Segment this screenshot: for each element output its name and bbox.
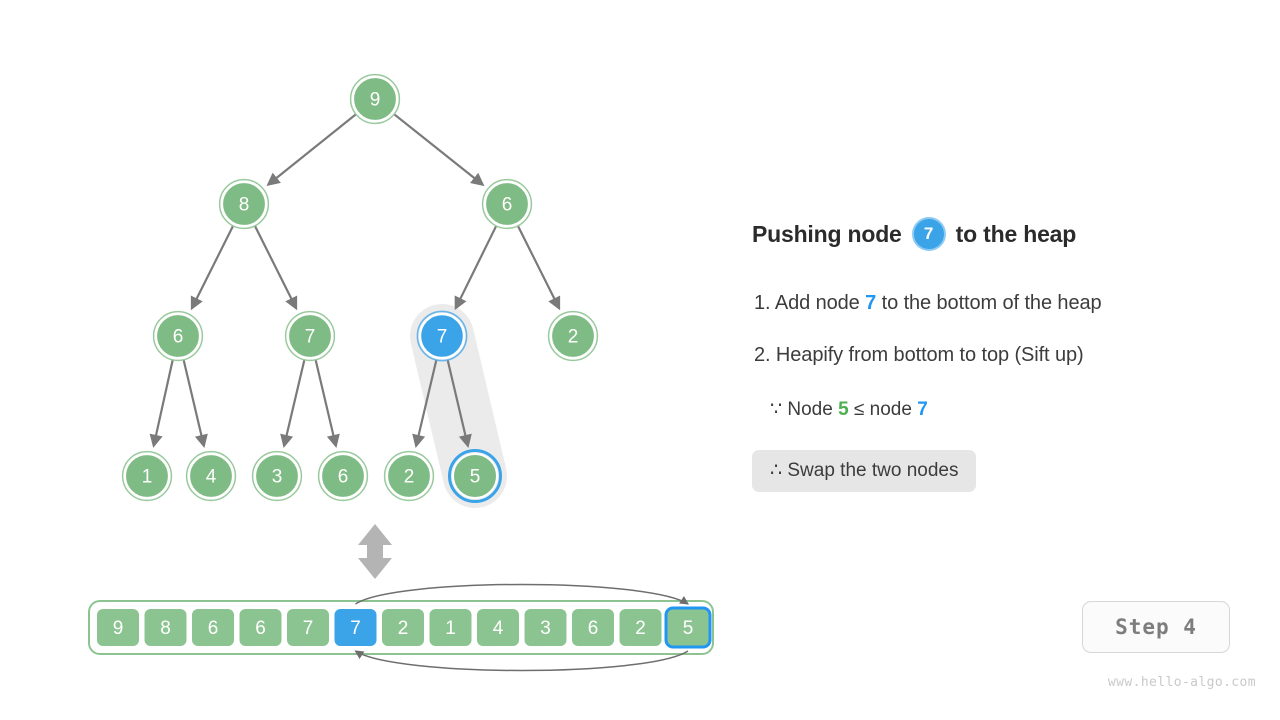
tree-node-label: 6 (173, 327, 184, 348)
tree-node: 9 (349, 73, 401, 125)
array-cell: 2 (617, 607, 664, 648)
step1-suffix: to the bottom of the heap (881, 292, 1102, 314)
array-cell-label: 6 (588, 618, 599, 639)
instruction-step-1: 1. Add node 7 to the bottom of the heap (754, 292, 1102, 315)
array-cell: 7 (332, 607, 379, 648)
reason-blue-value: 7 (917, 399, 928, 420)
array-cell-label: 2 (635, 618, 646, 639)
array-cell-label: 8 (160, 618, 171, 639)
tree-edge (149, 360, 174, 448)
tree-node-label: 6 (502, 195, 513, 216)
tree-node-label: 8 (239, 195, 250, 216)
tree-node-label: 9 (370, 90, 381, 111)
watermark: www.hello-algo.com (1107, 675, 1256, 690)
array-cell-label: 1 (445, 618, 456, 639)
array-cell-label: 4 (493, 618, 504, 639)
tree-node: 6 (317, 450, 369, 502)
step-badge: Step 4 (1082, 601, 1230, 653)
reason-prefix: ∵ Node (770, 399, 833, 420)
instruction-step-2: 2. Heapify from bottom to top (Sift up) (754, 344, 1084, 366)
array-cell: 1 (427, 607, 474, 648)
array-cell-label: 7 (303, 618, 314, 639)
heap-diagram: 9 8 6 6 7 7 2 1 4 3 6 2 5 9 8 6 6 7 7 2 1 4 3 6 2 5 (88, 73, 714, 672)
reason-mid: ≤ node (853, 399, 912, 420)
array-cell-label: 5 (683, 618, 694, 639)
tree-array-sync-arrow (358, 524, 392, 579)
tree-node-label: 5 (470, 467, 481, 488)
array-cell: 6 (190, 607, 236, 648)
tree-edge (190, 225, 234, 311)
array-cell-label: 6 (255, 618, 266, 639)
tree-node-label: 4 (206, 467, 217, 488)
tree-node-label: 1 (142, 467, 153, 488)
step1-prefix: 1. Add node (754, 292, 860, 314)
tree-edge (393, 113, 485, 187)
tree-node: 1 (121, 450, 173, 502)
tree-node: 2 (547, 310, 599, 362)
tree-edges (149, 113, 561, 448)
tree-edge (446, 360, 472, 448)
array-representation: 9 8 6 6 7 7 2 1 4 3 6 2 5 (88, 600, 714, 655)
array-cell: 4 (475, 607, 521, 648)
swap-arrow-forward (355, 583, 690, 605)
tree-node: 5 (448, 449, 502, 503)
tree-node: 4 (185, 450, 237, 502)
title-prefix: Pushing node (752, 220, 902, 247)
tree-edge (182, 360, 208, 448)
tree-node-label: 7 (437, 327, 448, 348)
tree-edge (454, 225, 497, 311)
tree-node-label: 7 (305, 327, 316, 348)
array-cell-label: 3 (540, 618, 551, 639)
step1-value: 7 (865, 292, 877, 314)
tree-node-label: 3 (272, 467, 283, 488)
explanation-panel: Pushing node 7 to the heap 1. Add node 7… (752, 0, 1252, 720)
tree-node: 7 (284, 310, 336, 362)
tree-edge (314, 360, 340, 448)
array-cell-label: 6 (208, 618, 219, 639)
array-cell-label: 7 (350, 618, 361, 639)
tree-node: 2 (383, 450, 435, 502)
tree-edge (266, 113, 357, 186)
array-cell: 7 (285, 607, 331, 648)
tree-node: 8 (218, 178, 270, 230)
tree-edge (517, 225, 561, 311)
array-cell: 3 (522, 607, 569, 648)
array-cell: 5 (664, 606, 712, 649)
tree-node: 7 (416, 310, 468, 362)
tree-edge (412, 360, 438, 448)
tree-node: 6 (481, 178, 533, 230)
tree-node-label: 2 (568, 327, 579, 348)
tree-nodes: 9 8 6 6 7 7 2 1 4 3 6 2 5 (121, 73, 599, 503)
title-node-badge: 7 (911, 217, 946, 251)
title-suffix: to the heap (955, 220, 1077, 247)
tree-edge (280, 360, 306, 448)
array-cell: 9 (95, 607, 141, 648)
array-cell-label: 2 (398, 618, 409, 639)
tree-node-label: 2 (404, 467, 415, 488)
conclusion-callout: ∴ Swap the two nodes (752, 450, 977, 492)
tree-node-label: 6 (338, 467, 349, 488)
reason-line: ∵ Node 5 ≤ node 7 (770, 398, 928, 421)
array-cell: 8 (142, 607, 189, 648)
array-cell-label: 9 (113, 618, 124, 639)
tree-node: 3 (251, 450, 303, 502)
swap-arrow-backward (354, 650, 689, 672)
array-cell: 6 (237, 607, 284, 648)
array-cell: 6 (570, 607, 616, 648)
panel-title: Pushing node 7 to the heap (752, 214, 1076, 254)
array-cell: 2 (380, 607, 426, 648)
array-swap-arrows (354, 583, 690, 672)
tree-node: 6 (152, 310, 204, 362)
tree-edge (254, 225, 298, 311)
reason-green-value: 5 (838, 399, 849, 420)
